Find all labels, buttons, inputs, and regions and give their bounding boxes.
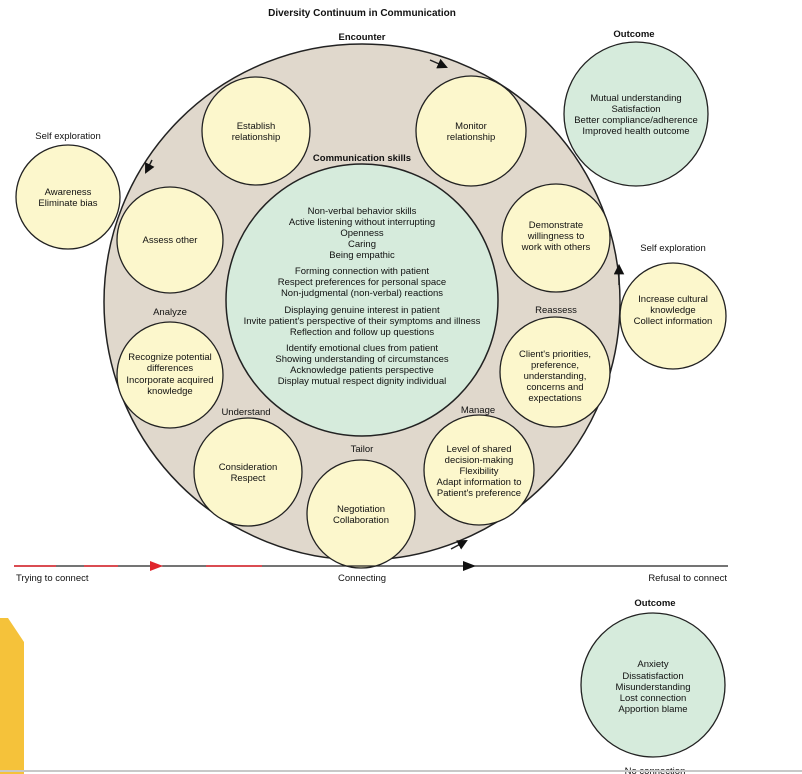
communication-skills-circle (225, 163, 499, 437)
skill-line: Displaying genuine interest in patient (284, 305, 440, 316)
skill-line: Display mutual respect dignity individua… (278, 376, 446, 387)
svg-text:Consideration: Consideration (219, 462, 278, 473)
skill-line: Non-verbal behavior skills (308, 206, 417, 217)
trying-to-connect-label: Trying to connect (16, 573, 89, 584)
communication-skills-heading: Communication skills (313, 153, 411, 164)
assess-other-circle: Assess other (116, 186, 224, 294)
svg-text:understanding,: understanding, (524, 371, 587, 382)
svg-text:Patient's preference: Patient's preference (437, 488, 521, 499)
svg-text:Collect information: Collect information (634, 316, 713, 327)
understand-label: Understand (221, 407, 270, 418)
top-outcome-circle: Mutual understanding Satisfaction Better… (563, 41, 709, 187)
left-self-exploration-label: Self exploration (35, 131, 100, 142)
svg-text:Satisfaction: Satisfaction (611, 104, 660, 115)
ring-arrow-left (145, 159, 155, 174)
encounter-label: Encounter (339, 32, 386, 43)
ring-arrow-bottom (450, 540, 468, 550)
shared-decision-making-circle: Level of shared decision-making Flexibil… (423, 414, 535, 526)
skill-line: Identify emotional clues from patient (286, 343, 438, 354)
svg-text:Respect: Respect (231, 473, 266, 484)
left-self-exploration-circle: Awareness Eliminate bias (15, 144, 121, 250)
svg-text:knowledge: knowledge (650, 305, 695, 316)
svg-text:Collaboration: Collaboration (333, 515, 389, 526)
ring-arrow-top (429, 58, 448, 69)
continuum-line (14, 561, 728, 571)
svg-text:Client's priorities,: Client's priorities, (519, 349, 591, 360)
skill-line: Active listening without interrupting (289, 217, 435, 228)
svg-text:Negotiation: Negotiation (337, 504, 385, 515)
svg-text:Lost connection: Lost connection (620, 693, 687, 704)
right-self-exploration-circle: Increase cultural knowledge Collect info… (619, 262, 727, 370)
svg-text:Dissatisfaction: Dissatisfaction (622, 671, 683, 682)
recognize-differences-circle: Recognize potential differences Incorpor… (116, 321, 224, 429)
svg-text:Level of shared: Level of shared (447, 444, 512, 455)
black-arrow-icon (463, 561, 476, 571)
svg-text:Apportion blame: Apportion blame (618, 704, 687, 715)
svg-text:Adapt information to: Adapt information to (436, 477, 521, 488)
svg-text:Assess other: Assess other (143, 235, 198, 246)
negotiation-collaboration-circle: Negotiation Collaboration (306, 459, 416, 569)
svg-text:Flexibility: Flexibility (459, 466, 498, 477)
svg-text:work with others: work with others (521, 242, 591, 253)
red-arrow-icon (150, 561, 163, 571)
svg-text:Monitor: Monitor (455, 121, 487, 132)
svg-text:Improved health outcome: Improved health outcome (582, 126, 689, 137)
svg-text:Recognize potential: Recognize potential (128, 352, 211, 363)
client-priorities-circle: Client's priorities, preference, underst… (499, 316, 611, 428)
svg-text:Demonstrate: Demonstrate (529, 220, 583, 231)
skill-line: Openness (340, 228, 384, 239)
svg-text:Awareness: Awareness (45, 187, 92, 198)
connecting-label: Connecting (338, 573, 386, 584)
svg-text:Eliminate bias: Eliminate bias (38, 198, 97, 209)
svg-text:relationship: relationship (232, 132, 281, 143)
svg-text:Mutual understanding: Mutual understanding (590, 93, 681, 104)
establish-relationship-circle: Establish relationship (201, 76, 311, 186)
skill-line: Being empathic (329, 250, 395, 261)
right-self-exploration-label: Self exploration (640, 243, 705, 254)
refusal-to-connect-label: Refusal to connect (648, 573, 727, 584)
skill-line: Caring (348, 239, 376, 250)
svg-text:preference,: preference, (531, 360, 579, 371)
svg-text:differences: differences (147, 363, 194, 374)
svg-text:Incorporate acquired: Incorporate acquired (126, 375, 213, 386)
diagram-title: Diversity Continuum in Communication (268, 8, 456, 19)
svg-text:Better compliance/adherence: Better compliance/adherence (574, 115, 698, 126)
analyze-label: Analyze (153, 307, 187, 318)
monitor-relationship-circle: Monitor relationship (415, 75, 527, 187)
tailor-label: Tailor (351, 444, 374, 455)
bottom-outcome-circle: Anxiety Dissatisfaction Misunderstanding… (580, 612, 726, 758)
svg-text:Misunderstanding: Misunderstanding (616, 682, 691, 693)
manage-label: Manage (461, 405, 495, 416)
svg-text:knowledge: knowledge (147, 386, 192, 397)
demonstrate-willingness-circle: Demonstrate willingness to work with oth… (501, 183, 611, 293)
skill-line: Invite patient's perspective of their sy… (244, 316, 481, 327)
svg-text:expectations: expectations (528, 393, 582, 404)
svg-text:willingness to: willingness to (527, 231, 585, 242)
svg-text:decision-making: decision-making (445, 455, 514, 466)
svg-text:relationship: relationship (447, 132, 496, 143)
communication-skills-list: Non-verbal behavior skills Active listen… (244, 206, 481, 387)
decorative-corner-shape (0, 618, 24, 774)
consideration-respect-circle: Consideration Respect (193, 417, 303, 527)
svg-text:concerns and: concerns and (526, 382, 583, 393)
skill-line: Forming connection with patient (295, 266, 429, 277)
svg-text:Anxiety: Anxiety (637, 659, 668, 670)
reassess-label: Reassess (535, 305, 577, 316)
skill-line: Showing understanding of circumstances (275, 354, 448, 365)
skill-line: Respect preferences for personal space (278, 277, 446, 288)
svg-text:Increase cultural: Increase cultural (638, 294, 708, 305)
skill-line: Acknowledge patients perspective (290, 365, 434, 376)
bottom-outcome-label: Outcome (634, 598, 675, 609)
skill-line: Reflection and follow up questions (290, 327, 434, 338)
svg-text:Establish: Establish (237, 121, 276, 132)
top-outcome-label: Outcome (613, 29, 654, 40)
skill-line: Non-judgmental (non-verbal) reactions (281, 288, 443, 299)
